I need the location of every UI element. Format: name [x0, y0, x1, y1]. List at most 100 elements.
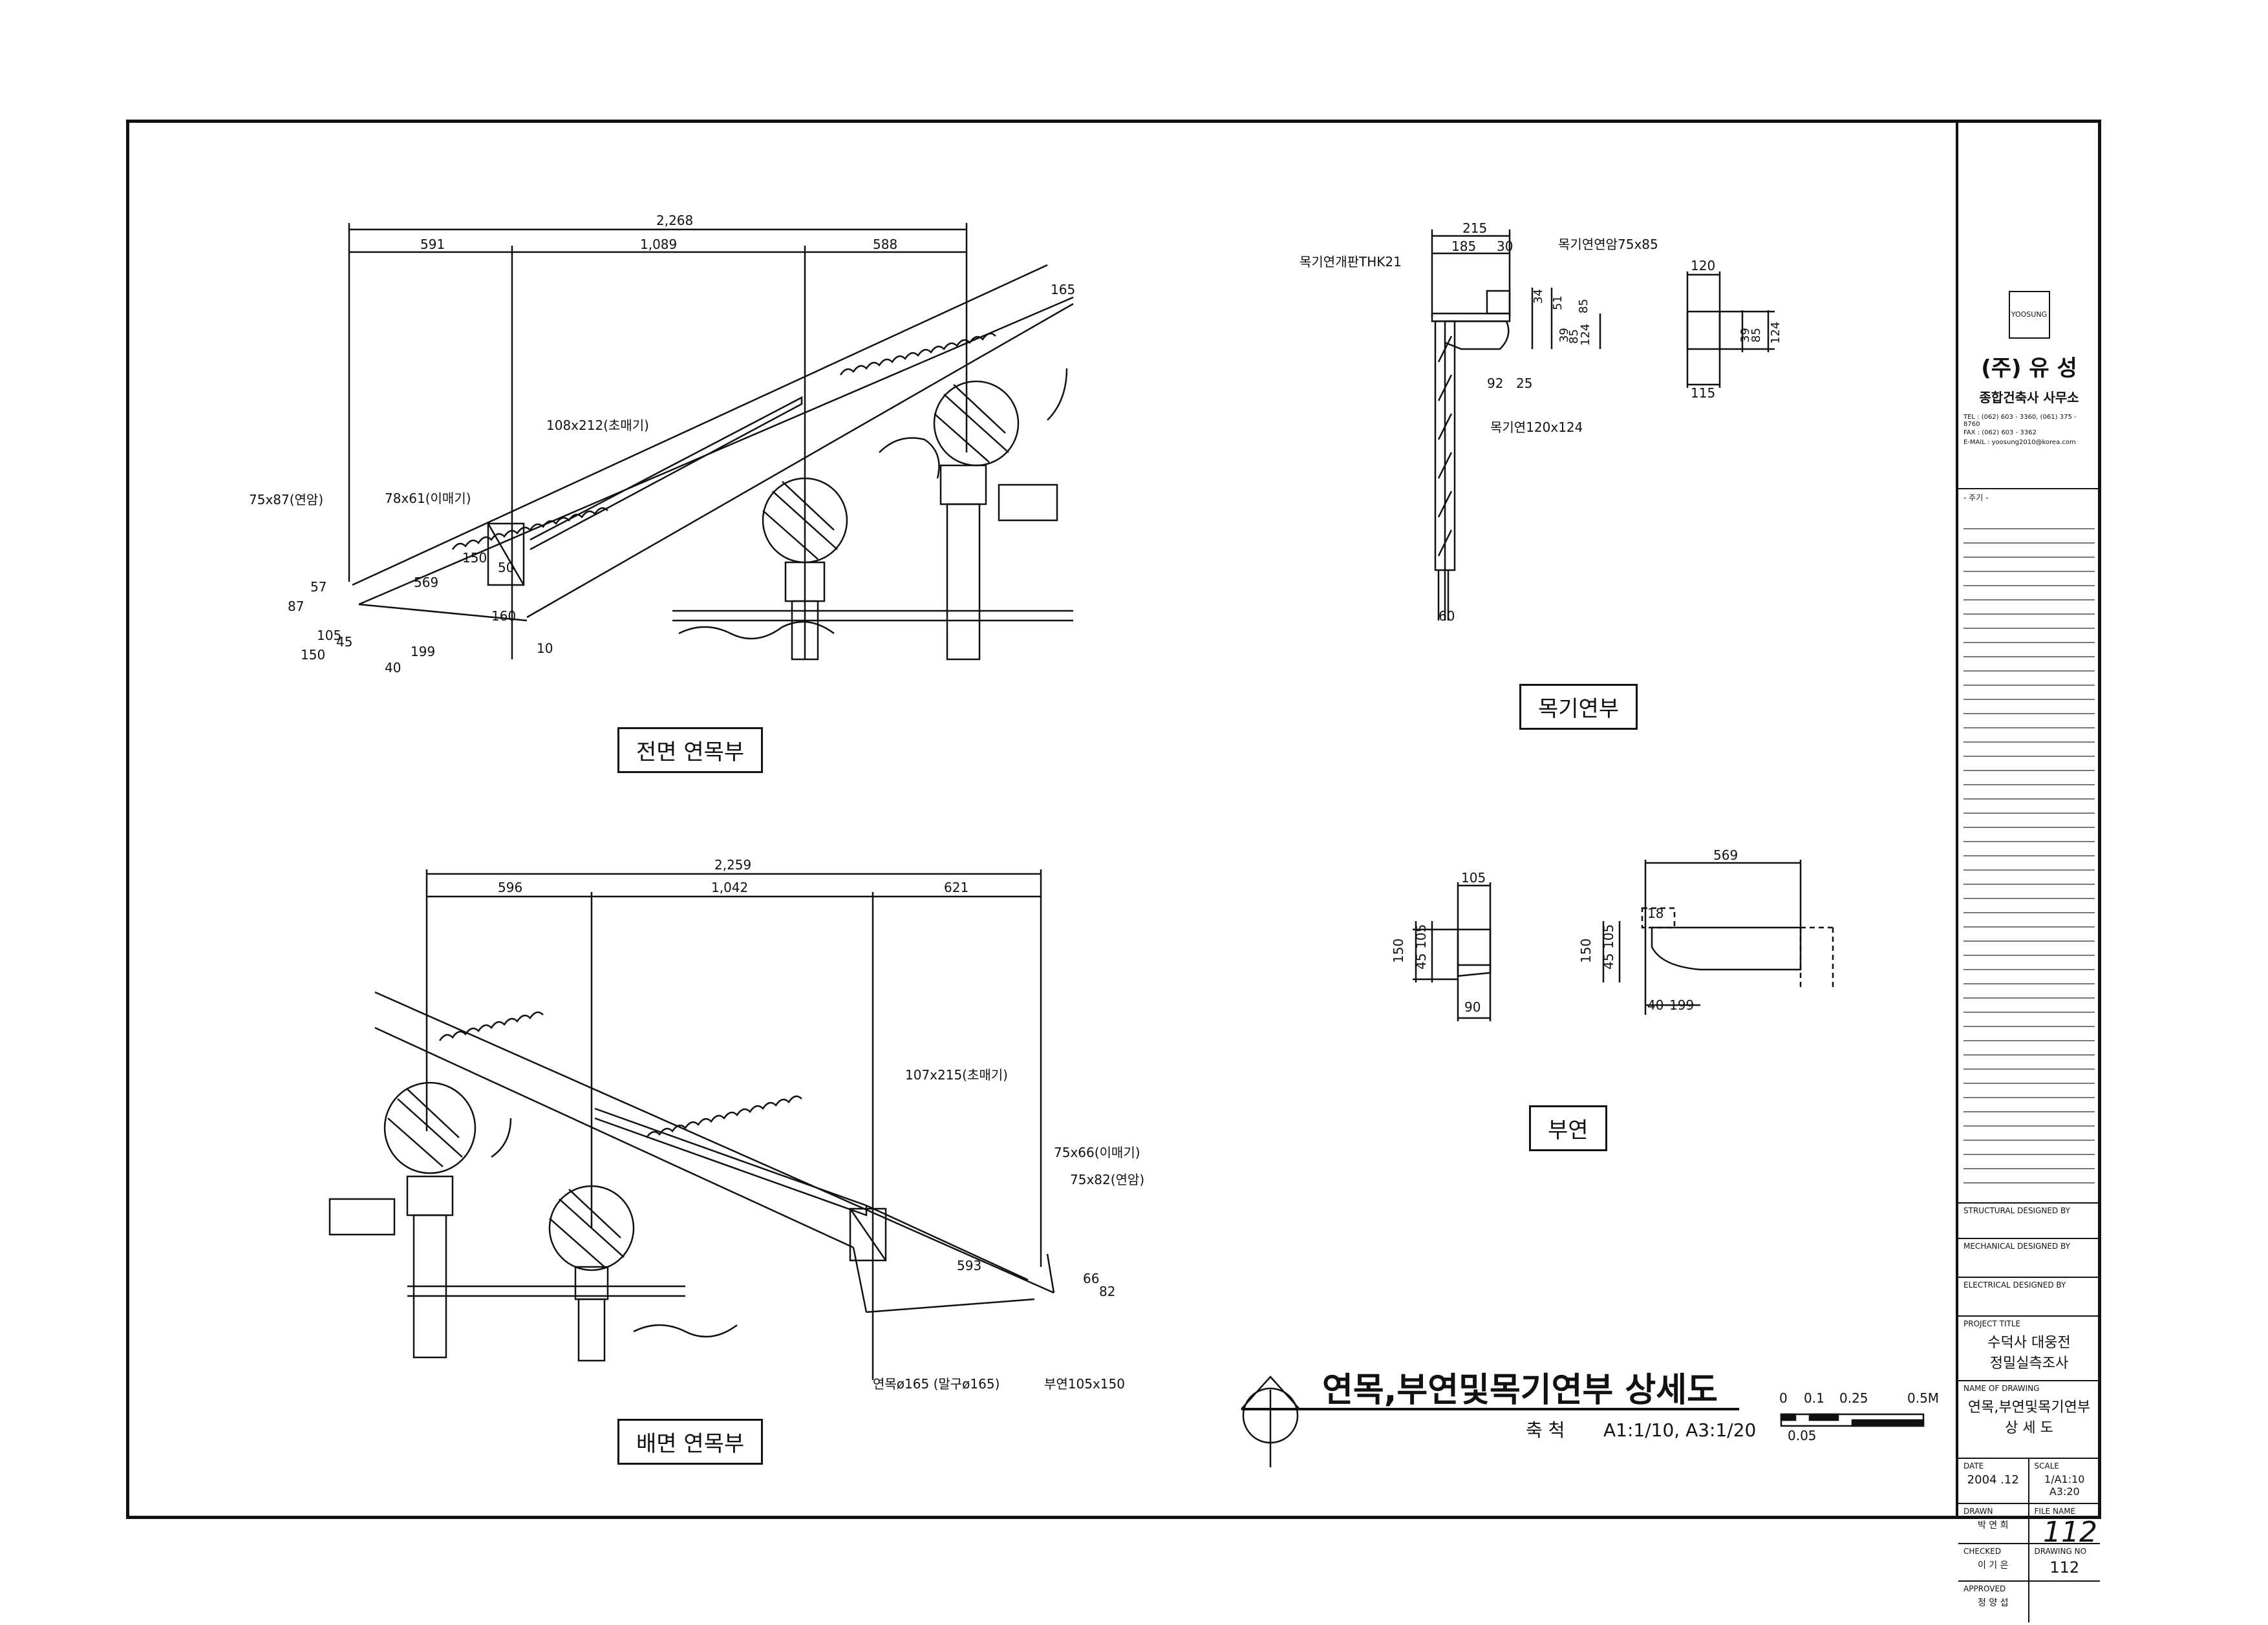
- back-span-1: 596: [498, 880, 522, 895]
- project-title-2: 정밀실측조사: [1989, 1355, 2069, 1372]
- drawing-frame: [126, 120, 2101, 1519]
- front-d57: 57: [310, 579, 326, 595]
- drawing-name-1: 연목,부연및목기연부: [1967, 1399, 2091, 1416]
- structural-row: STRUCTURAL DESIGNED BY: [1958, 1202, 2100, 1238]
- back-d82: 82: [1099, 1284, 1115, 1299]
- notes-panel: - 주기 -: [1958, 488, 2100, 1202]
- drawing-name-label: NAME OF DRAWING: [1963, 1384, 2040, 1393]
- structural-label: STRUCTURAL DESIGNED BY: [1963, 1206, 2070, 1215]
- drawing-name-row: NAME OF DRAWING 연목,부연및목기연부 상 세 도: [1958, 1380, 2100, 1458]
- front-span-3: 588: [873, 237, 897, 252]
- back-view-diagram: [328, 869, 1055, 1380]
- front-d160: 160: [491, 608, 516, 624]
- date-value: 2004 .12: [1967, 1473, 2019, 1487]
- buyeon-d150b: 150: [1578, 939, 1594, 963]
- front-overall-dim: 2,268: [656, 213, 693, 228]
- drawn-row: DRAWN 박 연 희 FILE NAME: [1958, 1503, 2100, 1543]
- project-title-1: 수덕사 대웅전: [1987, 1335, 2071, 1351]
- scale-value: A1:1/10, A3:1/20: [1603, 1419, 1756, 1441]
- mokgi-d39: 39: [1557, 328, 1571, 343]
- notes-lines: [1963, 515, 2095, 1196]
- scale-block-2: A3:20: [2049, 1485, 2080, 1498]
- back-slope-length: 593: [957, 1258, 981, 1273]
- back-d66: 66: [1083, 1271, 1099, 1286]
- mechanical-label: MECHANICAL DESIGNED BY: [1963, 1242, 2070, 1251]
- company-email: E-MAIL : yoosung2010@korea.com: [1963, 439, 2076, 446]
- mokgi-d39b: 39: [1738, 328, 1752, 343]
- mokgi-d85: 85: [1577, 299, 1590, 313]
- mokgi-d34: 34: [1532, 289, 1545, 304]
- title-block: YOOSUNG (주) 유 성 종합건축사 사무소 TEL : (062) 60…: [1956, 120, 2100, 1622]
- approved-label: APPROVED: [1963, 1584, 2006, 1593]
- mokgi-d124b: 124: [1769, 322, 1782, 344]
- company-panel: YOOSUNG (주) 유 성 종합건축사 사무소 TEL : (062) 60…: [1958, 291, 2100, 588]
- front-d45: 45: [336, 634, 352, 650]
- mokgi-member-label: 목기연120x124: [1490, 420, 1583, 435]
- mokgi-d51: 51: [1551, 295, 1565, 310]
- mokgi-d30: 30: [1497, 239, 1513, 254]
- checked-label: CHECKED: [1963, 1547, 2002, 1556]
- checked-value: 이 기 은: [1977, 1560, 2009, 1571]
- company-fax: FAX : (062) 603 - 3362: [1963, 429, 2037, 436]
- front-view-title: 전면 연목부: [617, 727, 764, 773]
- date-label: DATE: [1963, 1461, 1984, 1471]
- mokgi-gaepan-label: 목기연개판THK21: [1300, 254, 1402, 270]
- back-imaegi-label: 75x66(이매기): [1054, 1145, 1140, 1160]
- project-row: PROJECT TITLE 수덕사 대웅전 정밀실측조사: [1958, 1315, 2100, 1380]
- front-d165: 165: [1051, 282, 1075, 297]
- front-d40: 40: [385, 660, 401, 675]
- date-scale-row: DATE 2004 .12 SCALE 1/A1:10 A3:20: [1958, 1458, 2100, 1503]
- front-d50: 50: [498, 560, 514, 575]
- scale-bar-label-0: 0: [1779, 1390, 1788, 1406]
- scale-bar-label-1: 0.1: [1804, 1390, 1824, 1406]
- drawn-label: DRAWN: [1963, 1507, 1993, 1516]
- mokgi-d120: 120: [1691, 258, 1715, 273]
- mokgi-d92: 92: [1487, 376, 1503, 391]
- mokgi-yeonham-label: 목기연연암75x85: [1558, 237, 1658, 252]
- front-d10: 10: [537, 641, 553, 656]
- checked-row: CHECKED 이 기 은 DRAWING NO 112: [1958, 1543, 2100, 1580]
- scale-bar-label-3: 0.5M: [1907, 1390, 1939, 1406]
- mokgi-d115: 115: [1691, 385, 1715, 401]
- mokgi-view-title: 목기연부: [1519, 684, 1638, 730]
- front-yeonham-label: 75x87(연암): [249, 492, 323, 507]
- project-label: PROJECT TITLE: [1963, 1319, 2021, 1328]
- back-chomaegi-label: 107x215(초매기): [905, 1067, 1008, 1083]
- mokgi-d85b: 85: [1567, 329, 1581, 344]
- scale-bar-label-2: 0.25: [1839, 1390, 1868, 1406]
- electrical-label: ELECTRICAL DESIGNED BY: [1963, 1280, 2066, 1290]
- buyeon-d569: 569: [1713, 847, 1738, 863]
- front-view-diagram: [348, 223, 1074, 661]
- approved-value: 정 양 섭: [1977, 1598, 2009, 1608]
- drawing-title: 연목,부연및목기연부 상세도: [1322, 1371, 1718, 1410]
- buyeon-d45b: 45: [1601, 953, 1616, 970]
- drawing-number-label: DRAWING NO: [2034, 1547, 2087, 1556]
- mokgi-d215: 215: [1462, 220, 1487, 236]
- mokgi-d60: 60: [1439, 608, 1455, 624]
- front-slope-length: 569: [414, 575, 438, 590]
- electrical-row: ELECTRICAL DESIGNED BY: [1958, 1277, 2100, 1315]
- back-yeonham-label: 75x82(연암): [1070, 1172, 1144, 1187]
- front-imaegi-label: 78x61(이매기): [385, 491, 471, 506]
- drawn-value: 박 연 희: [1977, 1520, 2009, 1531]
- buyeon-d105: 105: [1461, 870, 1486, 886]
- front-d199: 199: [411, 644, 435, 659]
- drawing-number: 112: [2049, 1558, 2080, 1577]
- back-buyeon-label: 부연105x150: [1044, 1376, 1125, 1392]
- back-span-3: 621: [944, 880, 968, 895]
- back-overall-dim: 2,259: [714, 857, 751, 873]
- notes-label: - 주기 -: [1963, 493, 1989, 502]
- back-view-title: 배면 연목부: [617, 1419, 764, 1465]
- front-chomaegi-label: 108x212(초매기): [546, 418, 649, 433]
- front-span-2: 1,089: [640, 237, 677, 252]
- buyeon-diagram: [1413, 860, 1836, 1021]
- mechanical-row: MECHANICAL DESIGNED BY: [1958, 1238, 2100, 1277]
- company-logo: YOOSUNG: [2008, 291, 2050, 339]
- file-name-label: FILE NAME: [2034, 1507, 2076, 1516]
- buyeon-d199: 199: [1669, 997, 1694, 1013]
- buyeon-view-title: 부연: [1529, 1105, 1607, 1151]
- mokgi-diagram: [1431, 229, 1775, 621]
- buyeon-d105b: 105: [1413, 924, 1429, 949]
